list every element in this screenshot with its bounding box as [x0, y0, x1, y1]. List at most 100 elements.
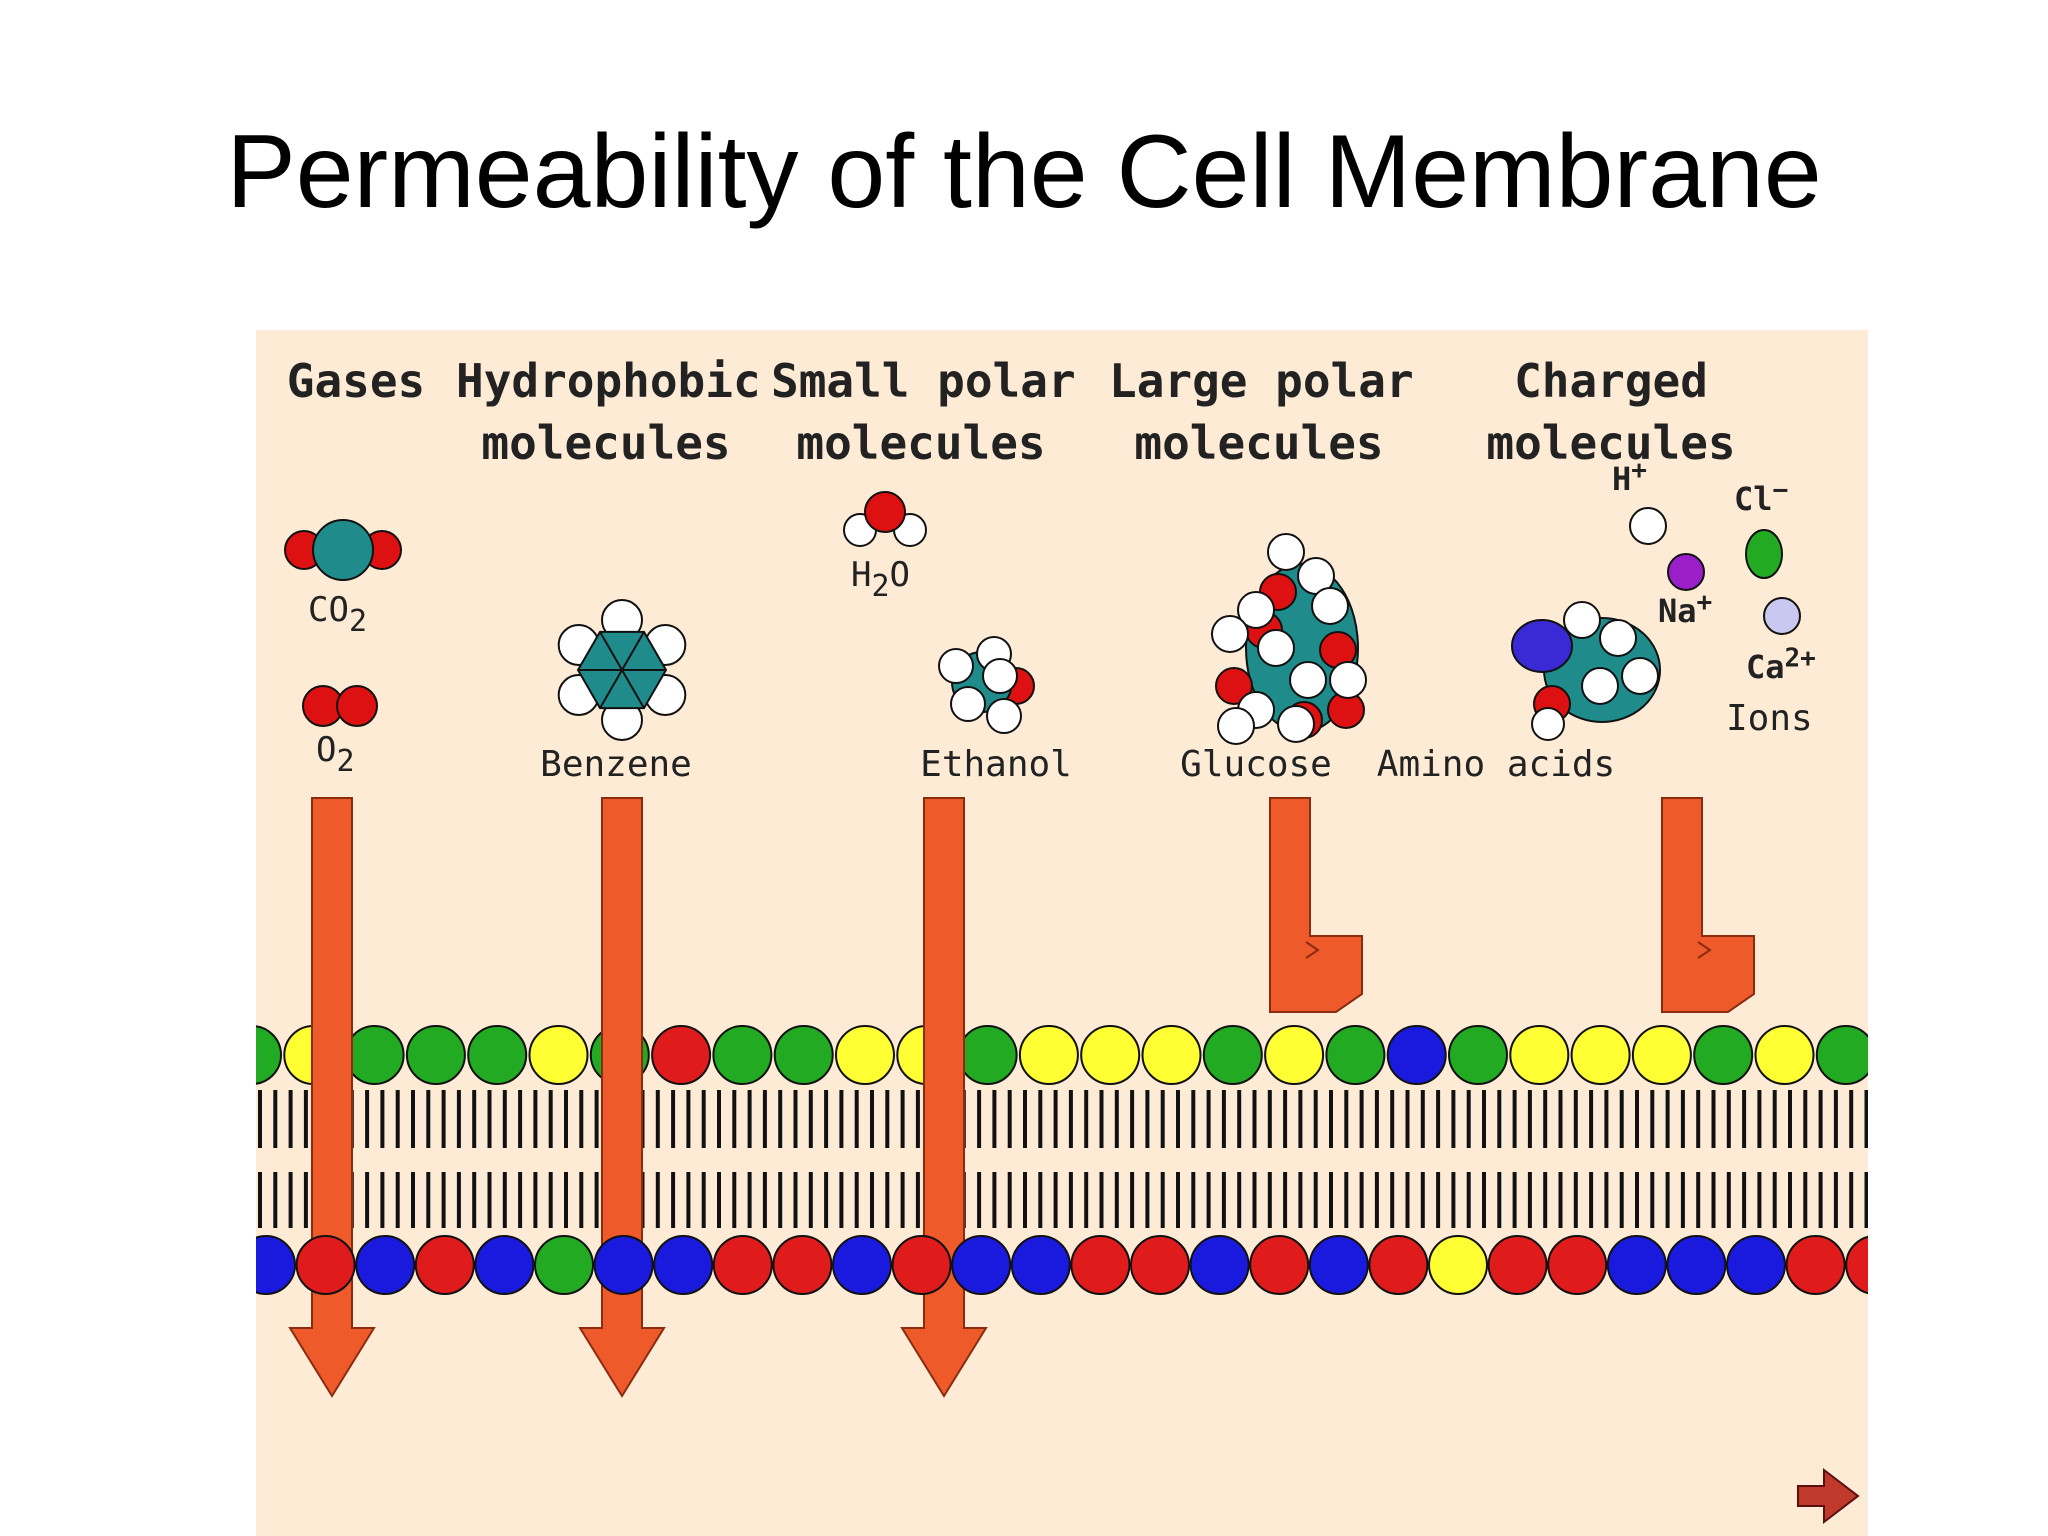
amino-acid-hydrogen: [1531, 707, 1565, 741]
membrane-bottom-heads: [256, 1235, 1868, 1295]
header-small-polar: Small polar molecules: [771, 350, 1076, 474]
ca-ion-label: Ca2+: [1746, 645, 1816, 686]
large-polar-blocked-arrow: [1269, 797, 1363, 1013]
o2-label: O2: [316, 730, 355, 777]
lipid-head-red: [891, 1235, 952, 1295]
lipid-head-blue: [951, 1235, 1012, 1295]
lipid-head-red: [772, 1235, 833, 1295]
glucose-hydrogen: [1257, 629, 1295, 667]
ca-ion-symbol: Ca: [1746, 648, 1785, 686]
lipid-head-green: [957, 1025, 1018, 1085]
h2o-label-base: H: [851, 555, 872, 595]
ethanol-label: Ethanol: [920, 744, 1072, 785]
lipid-head-blue: [593, 1235, 654, 1295]
lipid-head-red: [1130, 1235, 1190, 1295]
na-ion-symbol: Na: [1658, 592, 1697, 630]
cl-ion-charge: −: [1772, 475, 1789, 506]
charged-blocked-arrow: [1661, 797, 1755, 1013]
header-gases: Gases: [286, 354, 426, 408]
glucose-hydrogen: [1329, 661, 1367, 699]
hydrophobic-pass-arrow-shape: [578, 797, 666, 1398]
glucose-hydrogen: [1217, 707, 1255, 745]
ethanol-molecule: [938, 636, 1035, 734]
lipid-head-green: [773, 1025, 834, 1085]
lipid-head-green: [467, 1025, 528, 1085]
charged-blocked-arrow-shape: [1661, 797, 1755, 1013]
amino-acid-hydrogen: [1563, 601, 1601, 639]
lipid-head-red: [1785, 1235, 1846, 1295]
lipid-head-red: [1249, 1235, 1310, 1295]
membrane-diagram: [256, 491, 1868, 1525]
lipid-head-yellow: [1754, 1025, 1815, 1085]
lipid-head-blue: [1606, 1235, 1667, 1295]
co2-molecule: [284, 519, 402, 581]
o2-molecule: [302, 685, 378, 727]
lipid-head-yellow: [1264, 1025, 1325, 1085]
glucose-hydrogen: [1311, 587, 1349, 625]
header-hydrophobic-line2: molecules: [481, 416, 731, 470]
header-charged: Charged molecules: [1461, 350, 1761, 474]
lipid-head-blue: [1666, 1235, 1727, 1295]
lipid-head-red: [1070, 1235, 1131, 1295]
amino-acid-hydrogen: [1581, 667, 1619, 705]
glucose-hydrogen: [1211, 615, 1249, 653]
glucose-molecule: [1211, 533, 1367, 745]
h2o-molecule: [843, 491, 927, 547]
next-arrow-icon[interactable]: [1797, 1467, 1860, 1525]
amino-acid-hydrogen: [1599, 619, 1637, 657]
small-polar-pass-arrow-shape: [900, 797, 988, 1398]
ethanol-hydrogen: [982, 658, 1018, 694]
benzene-label: Benzene: [540, 744, 692, 785]
lipid-head-yellow: [528, 1025, 589, 1085]
large-polar-blocked-arrow-notch: [1305, 941, 1320, 959]
header-hydrophobic-line1: Hydrophobic: [456, 354, 761, 408]
ions-label: Ions: [1726, 698, 1813, 739]
lipid-head-red: [1845, 1235, 1868, 1295]
lipid-head-green: [1325, 1025, 1386, 1085]
lipid-head-blue: [256, 1235, 296, 1295]
lipid-head-blue: [474, 1235, 535, 1295]
header-small-polar-line1: Small polar: [771, 354, 1076, 408]
cl-ion-symbol: Cl: [1734, 480, 1773, 518]
h2o-label-sub: 2: [871, 569, 890, 604]
lipid-head-red: [651, 1025, 712, 1085]
amino-acid-molecule: [1511, 601, 1661, 741]
lipid-head-blue: [1386, 1025, 1447, 1085]
lipid-head-green: [1815, 1025, 1868, 1085]
lipid-head-blue: [832, 1235, 892, 1295]
lipid-head-red: [1547, 1235, 1608, 1295]
page-title: Permeability of the Cell Membrane: [226, 114, 1822, 230]
membrane-top-heads: [256, 1025, 1868, 1085]
lipid-head-blue: [653, 1235, 714, 1295]
ethanol-hydrogen: [986, 698, 1022, 734]
lipid-head-blue: [1189, 1235, 1250, 1295]
h-ion-symbol: H: [1612, 460, 1632, 498]
lipid-head-green: [1693, 1025, 1754, 1085]
lipid-head-red: [1368, 1235, 1429, 1295]
lipid-head-yellow: [1509, 1025, 1570, 1085]
lipid-head-green: [344, 1025, 405, 1085]
h-ion-label: H+: [1612, 457, 1647, 498]
h-ion: [1629, 507, 1667, 545]
o2-label-sub: 2: [336, 744, 355, 779]
header-large-polar-line1: Large polar: [1109, 354, 1414, 408]
lipid-head-blue: [355, 1235, 416, 1295]
na-ion: [1667, 553, 1705, 591]
cl-ion: [1745, 529, 1783, 579]
header-large-polar-line2: molecules: [1134, 416, 1384, 470]
h2o-label: H2O: [851, 555, 910, 602]
lipid-head-yellow: [1428, 1235, 1488, 1295]
lipid-head-green: [405, 1025, 466, 1085]
lipid-head-yellow: [1631, 1025, 1692, 1085]
ethanol-hydrogen: [938, 648, 974, 684]
ethanol-hydrogen: [950, 686, 986, 722]
gases-pass-arrow: [288, 797, 376, 1398]
co2-label-sub: 2: [348, 604, 368, 639]
header-small-polar-line2: molecules: [796, 416, 1046, 470]
benzene-bond: [599, 631, 645, 709]
glucose-hydrogen: [1289, 661, 1327, 699]
lipid-head-green: [712, 1025, 773, 1085]
ca-ion: [1763, 597, 1801, 635]
next-arrow-shape: [1797, 1467, 1860, 1525]
co2-carbon: [312, 519, 374, 581]
